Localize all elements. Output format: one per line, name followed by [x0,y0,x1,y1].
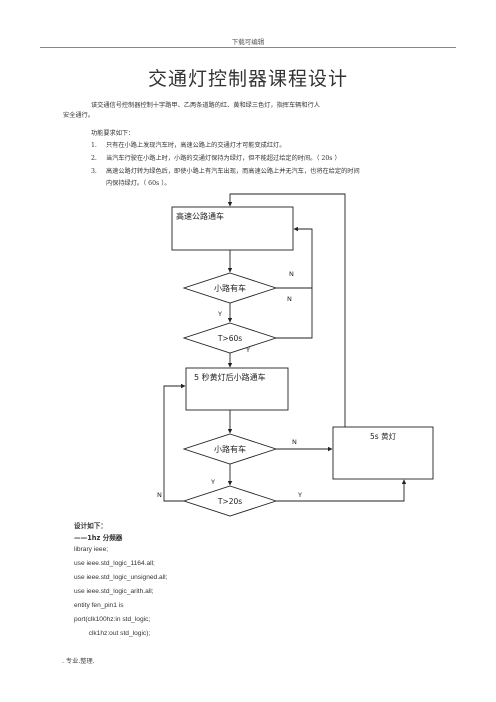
requirement-item-1: 1. 只有在小路上发现汽车时，高速公路上的交通灯才可能变成红灯。 [91,141,421,151]
requirement-number: 1. [91,142,97,149]
header-divider [40,47,456,48]
intro-paragraph: 该交通信号控制器控制十字路甲、乙两条道路的红、黄和绿三色灯，指挥车辆和行人 安全… [63,101,407,121]
flow-box-yellow-5s [332,426,434,480]
requirements-heading: 功能要求如下： [91,130,135,137]
requirement-text: 当汽车行驶在小路上时，小路的交通灯保持为绿灯，但不能超过给定的时间。（ 20s … [106,155,341,162]
flow-edge-label: Y [245,346,250,354]
code-line: port(clk100hz:in std_logic; [74,616,151,623]
flow-box-label: 5s 黄灯 [370,431,397,441]
flow-arrow [276,479,407,502]
flow-arrow [227,193,346,427]
flow-edge-label: N [287,295,292,303]
flow-arrow [276,226,313,289]
intro-line-1: 该交通信号控制器控制十字路甲、乙两条道路的红、黄和绿三色灯，指挥车辆和行人 [91,102,320,109]
flow-edge-label: Y [297,491,302,499]
flow-box-yellow-then-side [185,367,289,411]
flow-box-label: 高速公路通车 [176,211,224,221]
code-line: use ieee.std_logic_1164.all; [74,560,155,567]
intro-line-2: 安全通行。 [63,112,94,119]
code-line: entity fen_pin1 is [74,602,124,609]
design-heading: 设计如下： [74,522,107,530]
flow-diamond-label: 小路有车 [214,283,246,293]
requirement-text: 高速公路灯转为绿色后，即使小路上有汽车出现，而高速公路上并无汽车，也将在给定的时… [106,168,360,175]
flow-line [276,288,313,339]
requirement-number: 3. [91,168,97,175]
flow-box-highway-pass [171,206,294,251]
flow-edge-label: N [157,491,162,499]
flow-edge-label: N [292,438,297,446]
flow-edge-label: N [289,270,294,278]
flow-edge-label: Y [217,310,222,318]
code-line: library ieee; [74,546,109,553]
page-header: 下载可编辑 [231,38,265,46]
code-line: use ieee.std_logic_arith.all; [74,588,154,595]
flow-box-label: 5 秒黄灯后小路通车 [194,372,266,382]
page-footer: . 专业.整理. [62,658,95,665]
document-title: 交通灯控制器课程设计 [147,68,348,90]
requirement-item-2: 2. 当汽车行驶在小路上时，小路的交通灯保持为绿灯，但不能超过给定的时间。（ 2… [91,154,421,164]
requirement-item-3: 3. 高速公路灯转为绿色后，即使小路上有汽车出现，而高速公路上并无汽车，也将在给… [91,167,421,189]
flow-diamond-label: T>60s [217,334,242,343]
code-line: clk1hz:out std_logic); [74,630,151,637]
flow-arrow [163,383,186,502]
requirement-text-cont: 内保持绿灯。（ 60s ）。 [106,180,171,187]
flow-edge-label: Y [210,478,215,486]
code-line: use ieee.std_logic_unsigned.all; [74,574,168,581]
flow-diamond-label: 小路有车 [214,444,246,454]
flow-diamond-label: T>20s [217,497,242,506]
requirement-text: 只有在小路上发现汽车时，高速公路上的交通灯才可能变成红灯。 [106,142,286,149]
requirement-number: 2. [91,155,97,162]
code-subheading: ——1hz 分频器 [74,534,123,542]
flow-diamond-t-20s [182,485,278,517]
